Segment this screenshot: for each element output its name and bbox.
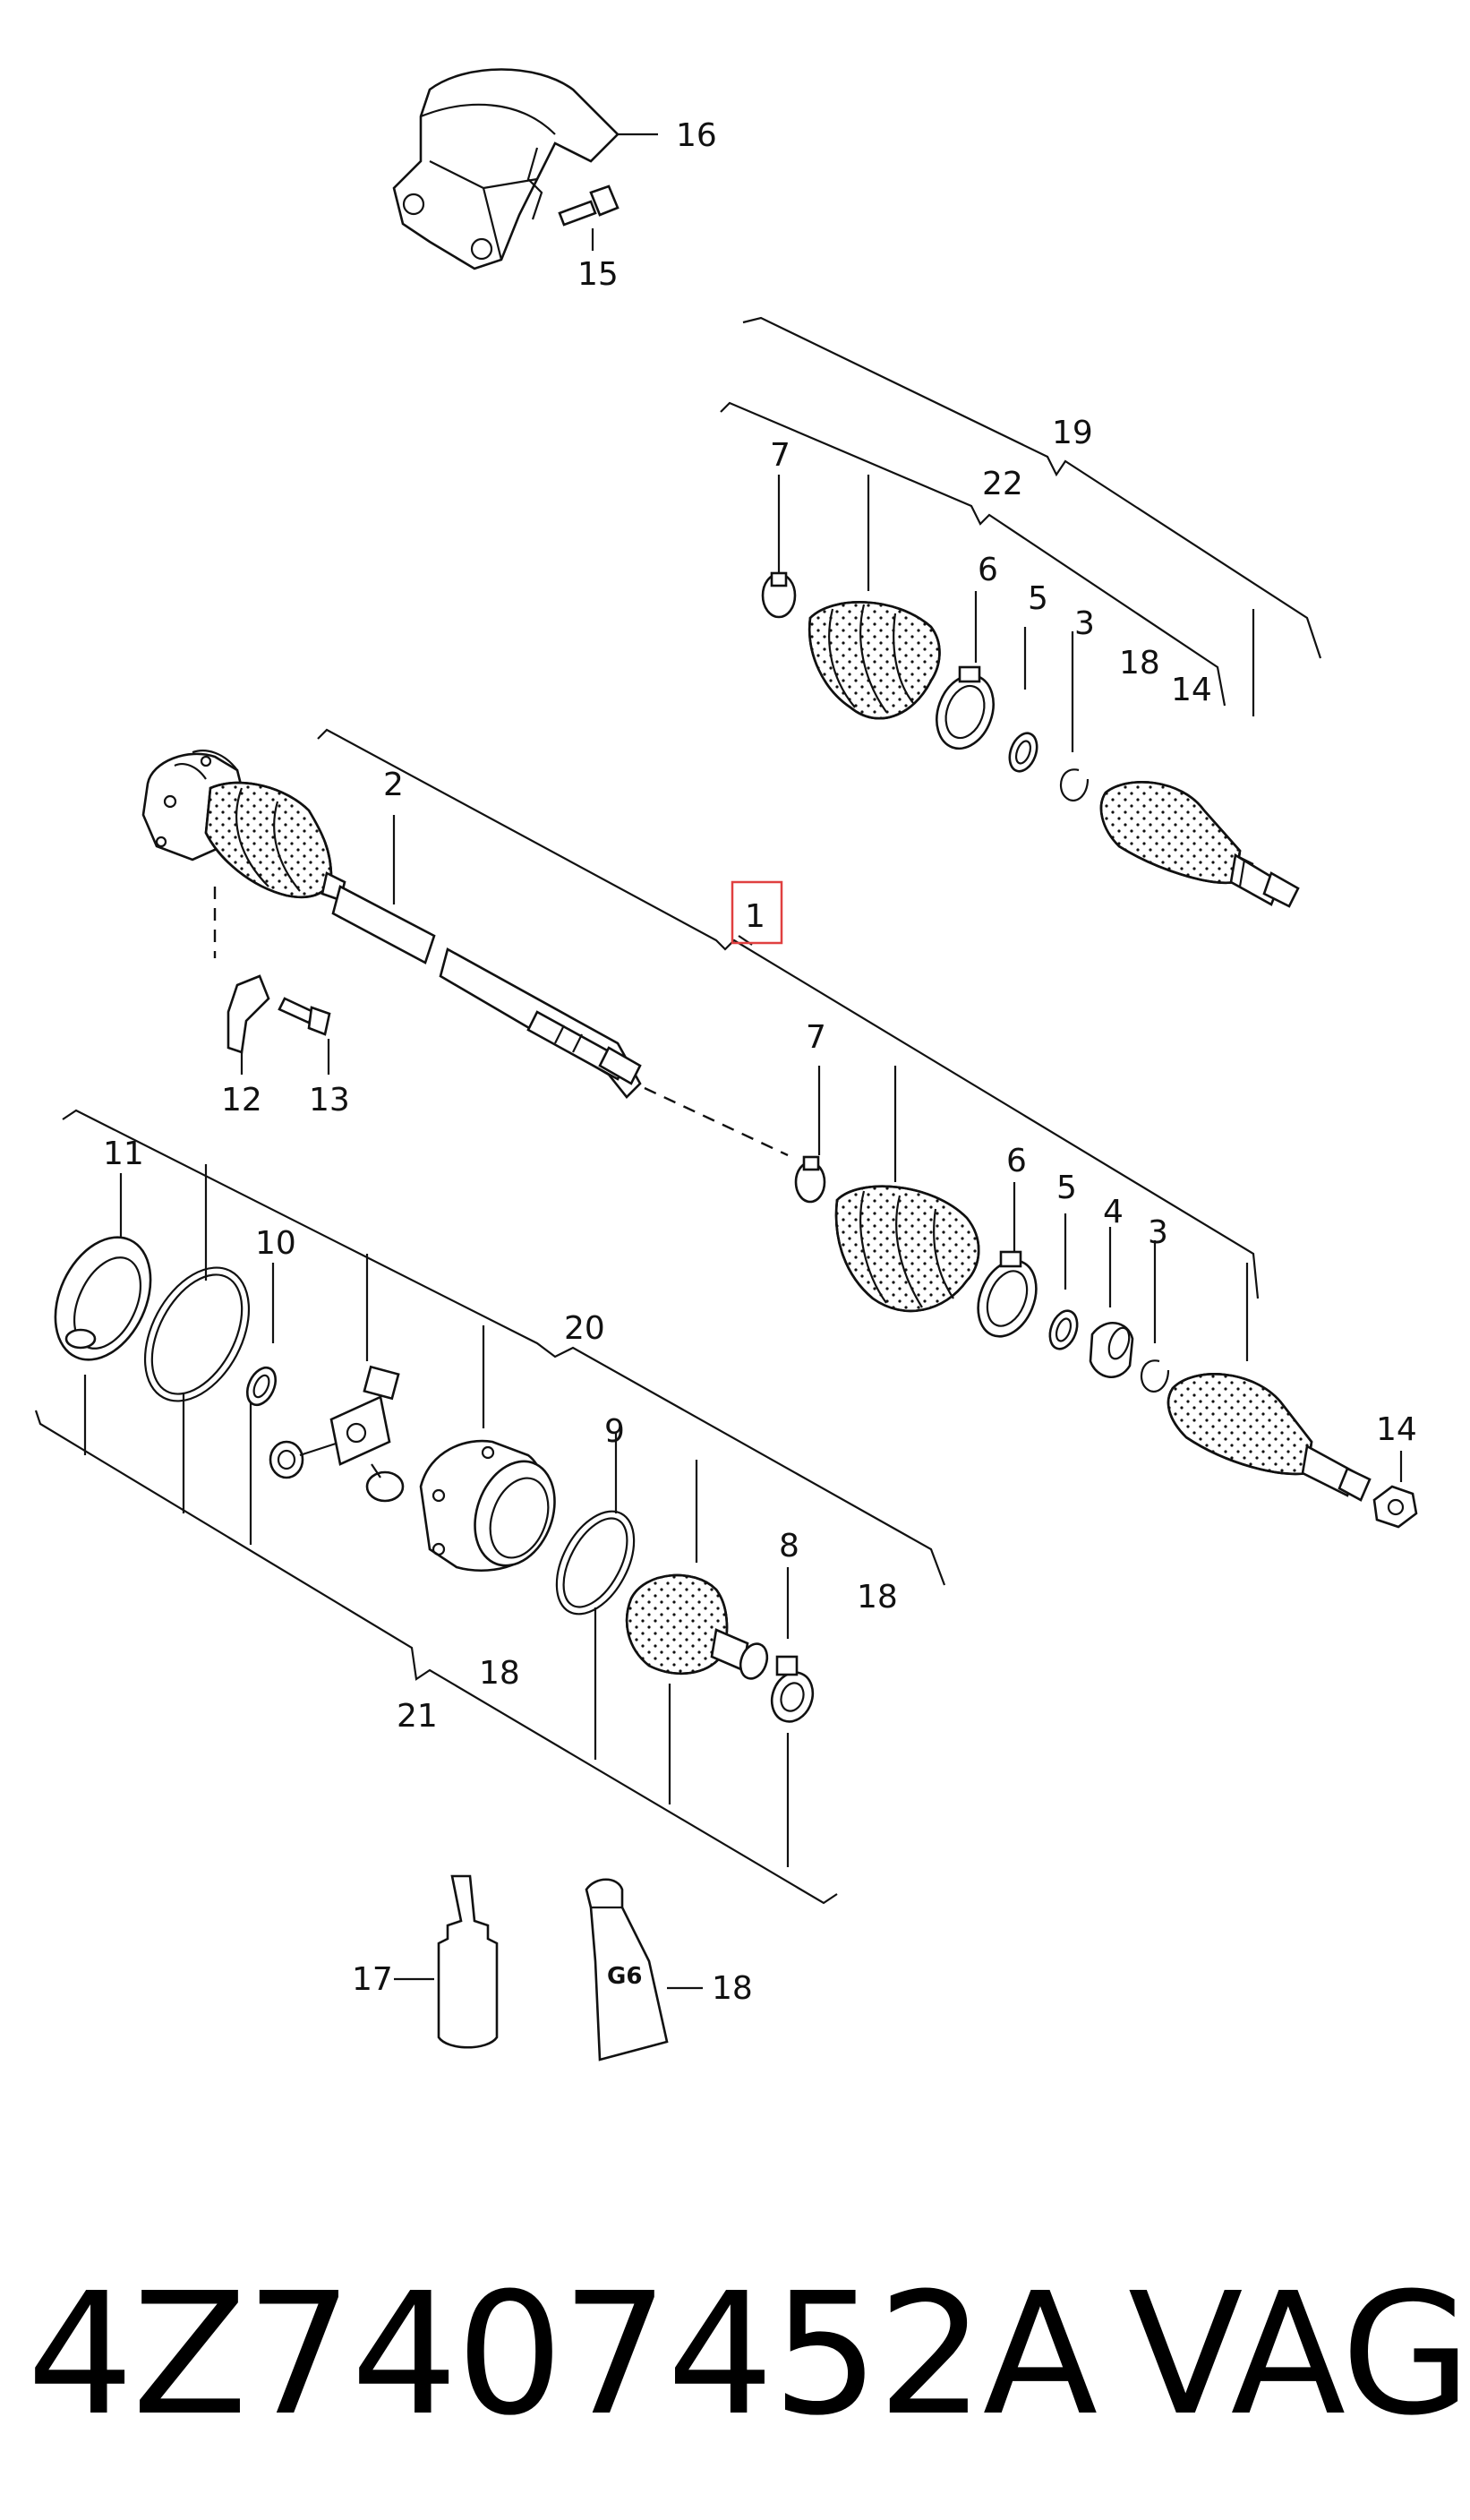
- grease-tube-18: G6: [585, 1878, 703, 2061]
- outer-cv-joint-main: [1167, 1373, 1372, 1502]
- clamp-7b: [794, 1155, 826, 1204]
- callout-10: 10: [255, 1225, 296, 1262]
- callout-3b: 3: [1148, 1214, 1168, 1251]
- ring-11: [54, 1236, 152, 1361]
- callout-22: 22: [982, 466, 1023, 502]
- boot-upper: [808, 601, 941, 720]
- callout-14b: 14: [1376, 1411, 1417, 1448]
- circlip-10: [245, 1366, 278, 1407]
- callout-1: 1: [745, 898, 765, 935]
- part-number: 4Z7407452A: [27, 2257, 1098, 2453]
- boot-main: [834, 1185, 980, 1313]
- callout-5a: 5: [1028, 580, 1048, 617]
- bolt-15: [558, 184, 620, 251]
- outer-cv-joint-upper: [1099, 781, 1300, 908]
- callout-19: 19: [1052, 415, 1093, 451]
- bracket-21: [34, 1410, 838, 1905]
- callout-13: 13: [309, 1082, 350, 1119]
- clamp-6a: [936, 665, 995, 750]
- clamp-8: [770, 1655, 815, 1723]
- bracket-19: [742, 316, 1322, 659]
- heat-shield-bracket: [392, 68, 620, 270]
- bracket-22: [720, 401, 1226, 707]
- circlip-3a: [1059, 768, 1090, 801]
- clamp-9: [555, 1510, 636, 1616]
- callout-5b: 5: [1056, 1170, 1077, 1206]
- joint-housing: [419, 1439, 556, 1573]
- callout-2: 2: [383, 767, 404, 803]
- bolt-13: [278, 997, 331, 1075]
- highlight-box: [731, 880, 783, 945]
- bracket-20: [62, 1109, 946, 1586]
- callout-15: 15: [577, 256, 619, 293]
- callout-3a: 3: [1074, 605, 1095, 642]
- callout-14a: 14: [1171, 672, 1212, 708]
- inner-cv-joint-left: [141, 750, 346, 902]
- clamp-7a: [761, 571, 797, 619]
- callout-12: 12: [221, 1082, 262, 1119]
- ring-5a: [1008, 732, 1038, 773]
- callout-16: 16: [676, 117, 717, 154]
- clamp-6b: [977, 1250, 1038, 1338]
- callout-7b: 7: [806, 1019, 826, 1056]
- callout-6a: 6: [978, 552, 998, 588]
- ring-5b: [1048, 1309, 1079, 1350]
- footer: 4Z7407452A VAG: [27, 2257, 1470, 2453]
- callout-18a: 18: [1119, 645, 1160, 681]
- callout-17: 17: [352, 1961, 393, 1998]
- dash-shaft: [644, 1086, 789, 1157]
- tube-marking: G6: [607, 1963, 642, 1990]
- exploded-parts-diagram: G6 16 15 19 22 7 6 5 3 18 14 2 1 12 13 7…: [34, 68, 1418, 2061]
- callout-18d: 18: [712, 1970, 753, 2007]
- ring-large: [143, 1266, 251, 1402]
- callout-4: 4: [1103, 1194, 1124, 1230]
- brand: VAG: [1128, 2257, 1470, 2453]
- tripod-spider: [269, 1365, 405, 1503]
- plate-12: [226, 974, 270, 1075]
- callout-11: 11: [103, 1136, 144, 1172]
- drive-shaft: [331, 885, 642, 1099]
- boot-kit: [625, 1573, 769, 1680]
- spacer-4: [1089, 1321, 1134, 1379]
- callout-21: 21: [397, 1698, 438, 1735]
- callout-18c: 18: [479, 1655, 520, 1692]
- callout-8: 8: [779, 1528, 799, 1564]
- circlip-3b: [1140, 1359, 1170, 1393]
- callout-7a: 7: [770, 437, 791, 474]
- callout-9: 9: [604, 1413, 625, 1450]
- callout-18b: 18: [857, 1579, 898, 1616]
- callout-6b: 6: [1006, 1143, 1027, 1179]
- nut-14: [1372, 1485, 1418, 1529]
- callout-20: 20: [564, 1310, 605, 1347]
- sealant-bottle-17: [394, 1874, 499, 2049]
